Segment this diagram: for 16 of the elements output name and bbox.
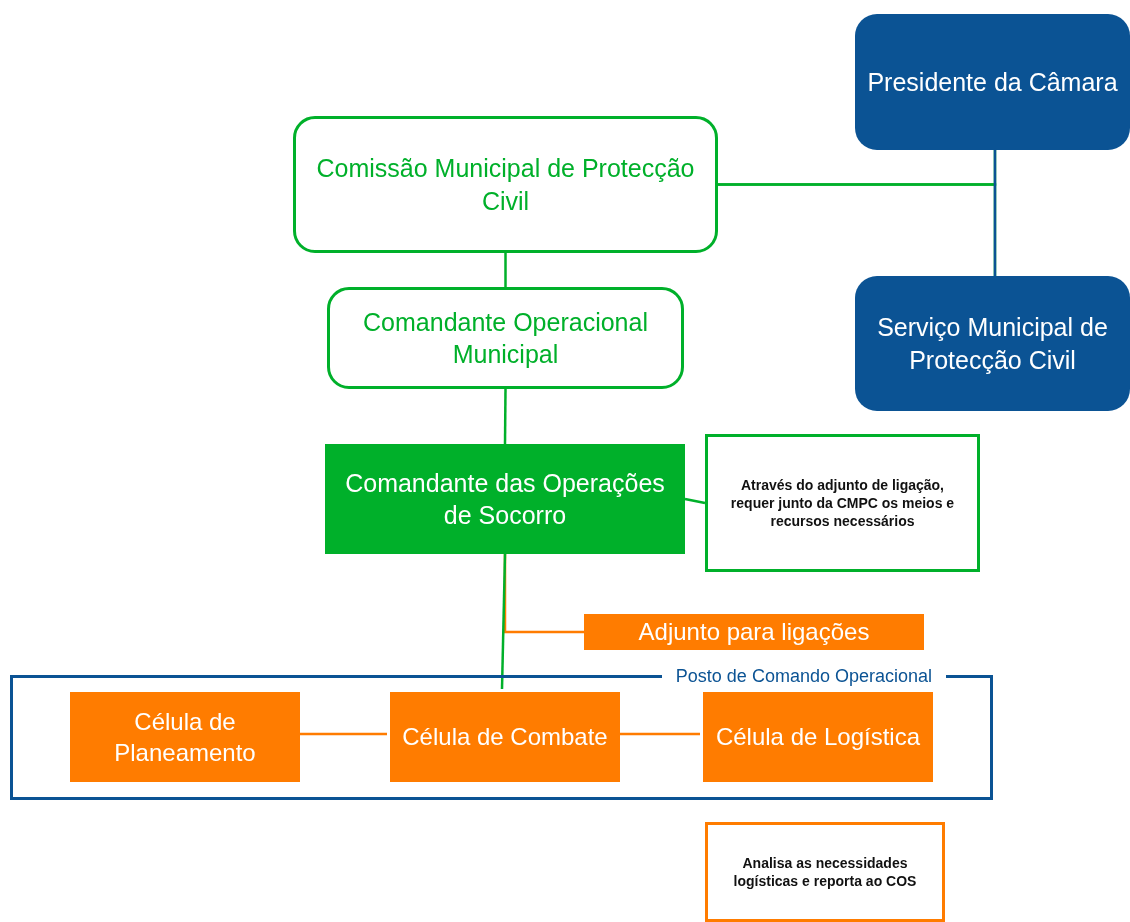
process-box: Célula de Logística (703, 692, 933, 782)
connector-line (504, 253, 507, 287)
rounded-box: Comandante Operacional Municipal (327, 287, 684, 389)
note-box: Através do adjunto de ligação, requer junto da CMPC os meios e recursos necessários (705, 434, 980, 572)
connector-line (500, 553, 507, 690)
rounded-box: Serviço Municipal de Protecção Civil (855, 276, 1130, 411)
connector-line (993, 150, 997, 276)
connector-line (684, 497, 706, 505)
connector-line (503, 389, 507, 444)
rounded-box: Presidente da Câmara (855, 14, 1130, 150)
process-box: Célula de Combate (390, 692, 620, 782)
rounded-box: Comissão Municipal de Protecção Civil (293, 116, 718, 253)
process-box: Comandante das Operações de Socorro (325, 444, 685, 554)
process-box: Adjunto para ligações (584, 614, 924, 650)
process-box: Célula de Planeamento (70, 692, 300, 782)
note-box: Analisa as necessidades logísticas e reporta ao COS (705, 822, 945, 922)
